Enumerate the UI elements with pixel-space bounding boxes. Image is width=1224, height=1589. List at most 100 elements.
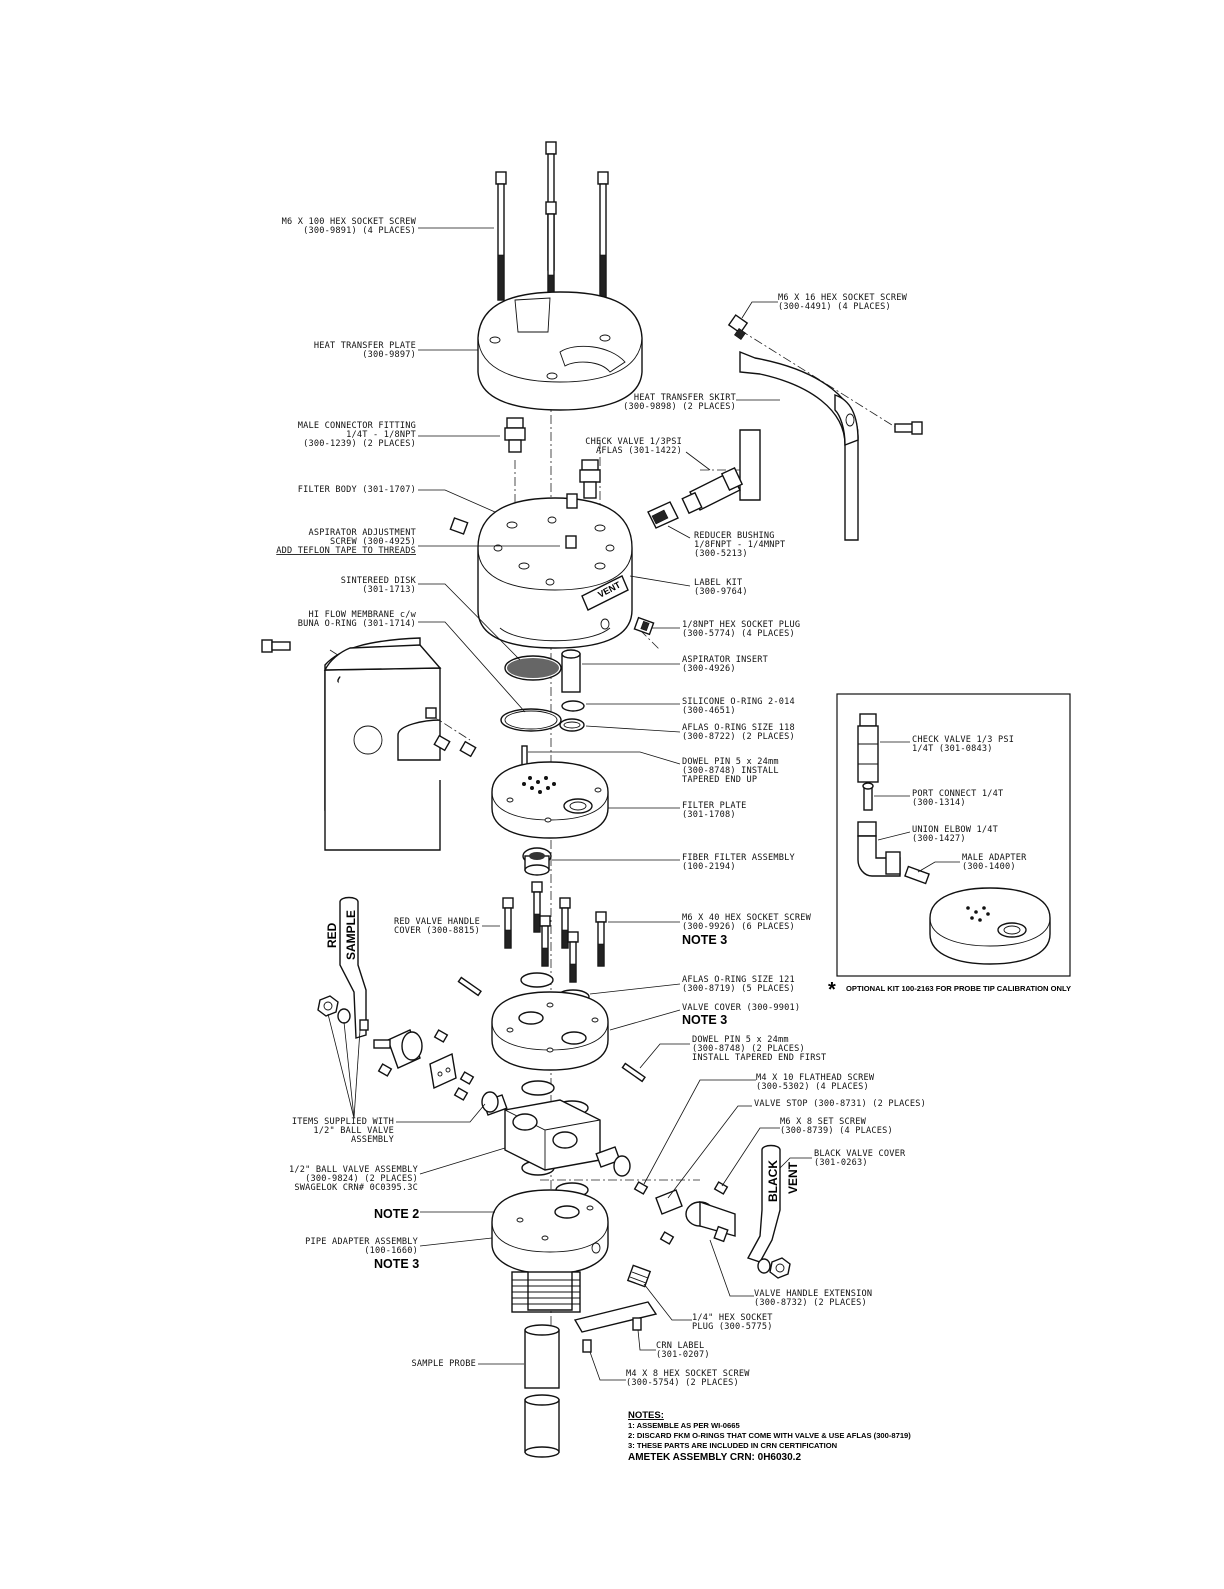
heat-transfer-plate bbox=[477, 291, 643, 411]
callout-line: (301-0263) bbox=[814, 1158, 868, 1168]
callout-line: 1/4" HEX SOCKET bbox=[692, 1313, 773, 1323]
callout-m4x10: M4 X 10 FLATHEAD SCREW(300-5302) (4 PLAC… bbox=[756, 1073, 875, 1092]
callout-line: ASSEMBLY bbox=[351, 1135, 395, 1145]
sample-probe bbox=[524, 1324, 560, 1458]
callout-line: M6 X 8 SET SCREW bbox=[780, 1117, 867, 1127]
callout-line: M4 X 8 HEX SOCKET SCREW bbox=[626, 1369, 750, 1379]
kit-check-valve bbox=[857, 713, 879, 783]
callout-line: ITEMS SUPPLIED WITH bbox=[292, 1117, 394, 1127]
sample-handle-label: SAMPLE bbox=[344, 910, 358, 960]
right-small-screws bbox=[633, 1181, 729, 1245]
callout-black-cover: BLACK VALVE COVER(301-0263) bbox=[814, 1149, 906, 1168]
callout-line: (300-5754) (2 PLACES) bbox=[626, 1378, 739, 1388]
notes-block: NOTES: 1: ASSEMBLE AS PER WI-0665 2: DIS… bbox=[628, 1410, 911, 1463]
callout-line: FILTER PLATE bbox=[682, 801, 747, 811]
callout-aflas118: AFLAS O-RING SIZE 118(300-8722) (2 PLACE… bbox=[682, 723, 795, 742]
callout-line: HI FLOW MEMBRANE c/w bbox=[309, 610, 417, 620]
crn-label-plate bbox=[573, 1301, 658, 1333]
black-handle-label: BLACK bbox=[766, 1160, 780, 1202]
heat-transfer-skirt-right bbox=[739, 350, 859, 541]
note-3: 3: THESE PARTS ARE INCLUDED IN CRN CERTI… bbox=[628, 1441, 837, 1450]
filter-plate-holes-pattern bbox=[522, 776, 556, 794]
left-skirt-screws bbox=[433, 734, 477, 758]
callout-valve-stop: VALVE STOP (300-8731) (2 PLACES) bbox=[754, 1099, 926, 1109]
callout-heat-plate: HEAT TRANSFER PLATE(300-9897) bbox=[314, 341, 416, 360]
callout-m6x8: M6 X 8 SET SCREW(300-8739) (4 PLACES) bbox=[780, 1117, 893, 1136]
callout-line: M6 X 100 HEX SOCKET SCREW bbox=[282, 217, 417, 227]
optional-kit-caption: * OPTIONAL KIT 100-2163 FOR PROBE TIP CA… bbox=[828, 979, 1071, 1001]
callout-kit-elbow: UNION ELBOW 1/4T(300-1427) bbox=[912, 825, 998, 844]
valve-cover bbox=[491, 991, 609, 1071]
callout-line: ADD TEFLON TAPE TO THREADS bbox=[276, 546, 416, 556]
callout-line: (300-9898) (2 PLACES) bbox=[623, 402, 736, 412]
check-valve-fitting bbox=[681, 466, 744, 515]
callout-line: (300-8719) (5 PLACES) bbox=[682, 984, 795, 994]
fiber-filter-assembly bbox=[522, 847, 552, 876]
male-connector-fitting bbox=[504, 417, 526, 453]
callout-line: DOWEL PIN 5 x 24mm bbox=[682, 757, 779, 767]
callout-line: 1/2" BALL VALVE bbox=[313, 1126, 394, 1136]
left-valve-nuts bbox=[317, 995, 351, 1024]
callout-line: UNION ELBOW 1/4T bbox=[912, 825, 998, 835]
callout-silicone: SILICONE O-RING 2-014(300-4651) bbox=[682, 697, 795, 716]
callout-line: (300-8748) INSTALL bbox=[682, 766, 779, 776]
callout-line: SINTEREED DISK bbox=[341, 576, 417, 586]
hex-socket-plug-left bbox=[449, 517, 469, 535]
note-1: 1: ASSEMBLE AS PER WI-0665 bbox=[628, 1421, 740, 1430]
callout-line: PORT CONNECT 1/4T bbox=[912, 789, 1003, 799]
male-connector-fitting-2 bbox=[579, 459, 601, 499]
callout-line: SCREW (300-4925) bbox=[330, 537, 416, 547]
m6x16-screw-top bbox=[727, 314, 749, 340]
callout-line: VALVE STOP (300-8731) (2 PLACES) bbox=[754, 1099, 926, 1109]
callout-line: (300-1427) bbox=[912, 834, 966, 844]
callout-handle-ext: VALVE HANDLE EXTENSION(300-8732) (2 PLAC… bbox=[754, 1289, 872, 1308]
callout-sample-probe: SAMPLE PROBE bbox=[412, 1359, 476, 1369]
callout-crn-label: CRN LABEL(301-0207) bbox=[656, 1341, 710, 1360]
callout-m6x16: M6 X 16 HEX SOCKET SCREW(300-4491) (4 PL… bbox=[778, 293, 908, 312]
left-valve-stem bbox=[373, 1029, 423, 1069]
callout-line: TAPERED END UP bbox=[682, 775, 757, 785]
notes-heading: NOTES: bbox=[628, 1410, 664, 1421]
callout-line: (300-1314) bbox=[912, 798, 966, 808]
callout-line: M4 X 10 FLATHEAD SCREW bbox=[756, 1073, 875, 1083]
kit-filter-plate bbox=[929, 887, 1051, 965]
callout-line: M6 X 16 HEX SOCKET SCREW bbox=[778, 293, 908, 303]
callout-line: HEAT TRANSFER PLATE bbox=[314, 341, 416, 351]
callout-line: BUNA O-RING (301-1714) bbox=[298, 619, 416, 629]
notes-crn: AMETEK ASSEMBLY CRN: 0H6030.2 bbox=[628, 1452, 801, 1463]
optional-kit-box bbox=[836, 693, 1071, 977]
callout-pipe-adapter: PIPE ADAPTER ASSEMBLY(100-1660) bbox=[305, 1237, 418, 1256]
callout-line: (100-1660) bbox=[364, 1246, 418, 1256]
pipe-adapter-assembly bbox=[491, 1189, 609, 1313]
black-valve-handle bbox=[746, 1144, 781, 1263]
callout-line: ASPIRATOR INSERT bbox=[682, 655, 768, 665]
m6x16-screw-left bbox=[261, 639, 291, 653]
leader-lines bbox=[327, 227, 960, 1381]
right-valve-stem bbox=[685, 1201, 736, 1243]
callout-line: (300-4651) bbox=[682, 706, 736, 716]
callout-kit-port: PORT CONNECT 1/4T(300-1314) bbox=[912, 789, 1003, 808]
pipe-thread bbox=[511, 1271, 581, 1313]
callout-line: (300-9891) (4 PLACES) bbox=[303, 226, 416, 236]
filter-body bbox=[477, 493, 633, 649]
callout-line: (100-2194) bbox=[682, 862, 736, 872]
filter-plate bbox=[491, 761, 609, 839]
callout-line: (300-8722) (2 PLACES) bbox=[682, 732, 795, 742]
left-small-screws bbox=[377, 1029, 475, 1101]
callout-skirt: HEAT TRANSFER SKIRT(300-9898) (2 PLACES) bbox=[623, 393, 736, 412]
callout-ball-valve: 1/2" BALL VALVE ASSEMBLY(300-9824) (2 PL… bbox=[289, 1165, 418, 1193]
callout-line: 1/4T (301-0843) bbox=[912, 744, 993, 754]
callout-line: VALVE COVER (300-9901) bbox=[682, 1003, 800, 1013]
callout-line: (300-9824) (2 PLACES) bbox=[305, 1174, 418, 1184]
callout-line: (300-9926) (6 PLACES) bbox=[682, 922, 795, 932]
callout-line: INSTALL TAPERED END FIRST bbox=[692, 1053, 826, 1063]
callout-line: HEAT TRANSFER SKIRT bbox=[634, 393, 736, 403]
